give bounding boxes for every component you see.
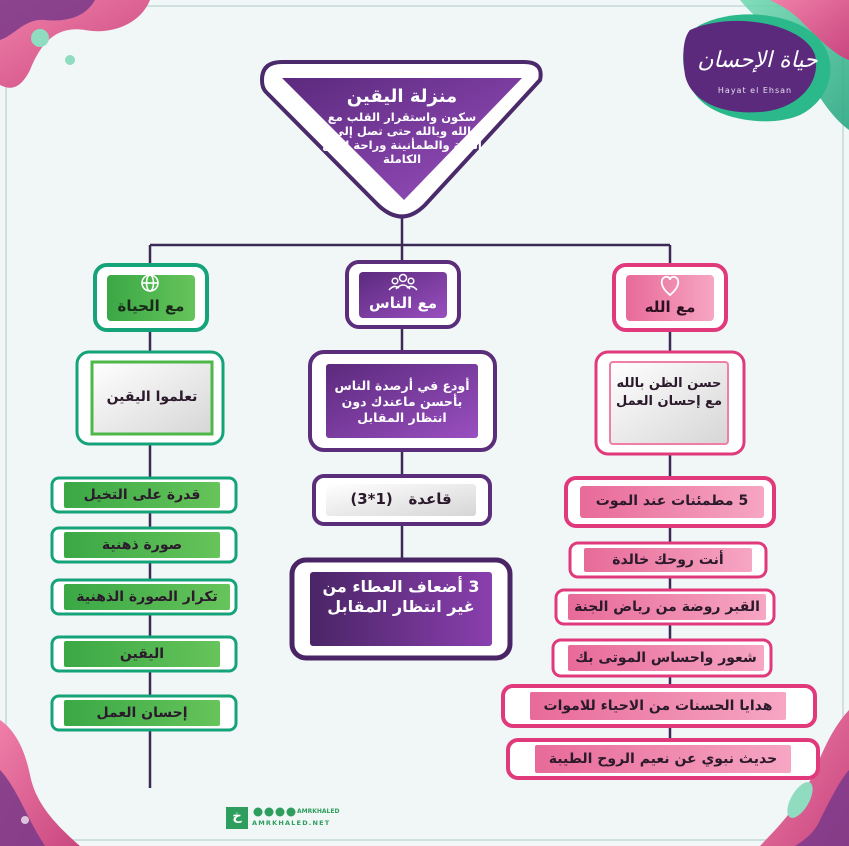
life-item: اليقين <box>119 646 165 662</box>
footer-logo-glyph: خ <box>232 809 242 824</box>
god-header-text: حسن الظن بالله مع إحسان العمل <box>615 376 722 409</box>
heart-icon <box>660 275 680 297</box>
branch-life-label: مع الحياة <box>117 297 185 315</box>
life-item: تكرار الصورة الذهنية <box>76 589 218 605</box>
life-item: قدرة على التخيل <box>83 487 201 503</box>
root-node <box>259 60 543 219</box>
people-rule-node <box>312 474 492 526</box>
life-item: إحسان العمل <box>96 705 188 721</box>
corner-decoration-top-right <box>740 0 849 130</box>
branch-people-label: مع الناس <box>369 294 437 312</box>
god-item: القبر روضة من رياض الجنة <box>574 599 760 615</box>
people-header-text: أودع في أرصدة الناس بأحسن ماعندك دون انت… <box>334 378 470 425</box>
god-items <box>501 476 820 780</box>
people-result-node <box>289 557 513 661</box>
people-result-text: 3 أضعاف العطاء من غير انتظار المقابل <box>322 577 480 616</box>
life-header-node <box>75 350 225 446</box>
logo-latin-text: Hayat el Ehsan <box>717 86 793 95</box>
footer-graphics <box>226 807 296 829</box>
instagram-icon <box>264 807 274 817</box>
corner-decoration-bottom-right <box>760 710 849 846</box>
god-item: أنت روحك خالدة <box>612 552 724 568</box>
branch-life-node <box>93 263 209 332</box>
branch-god-label: مع الله <box>644 298 696 316</box>
footer-site: AMRKHALED.NET <box>252 819 331 827</box>
root-description: سكون واستقرار القلب مع الله وبالله حتى ت… <box>322 110 482 166</box>
branch-god-node <box>612 263 728 332</box>
people-icon <box>388 273 418 291</box>
god-header-node <box>594 350 746 456</box>
god-item: حديث نبوي عن نعيم الروح الطيبة <box>548 751 778 767</box>
god-item: هدايا الحسنات من الاحياء للاموات <box>543 698 773 714</box>
twitter-icon <box>275 807 285 817</box>
people-header-node <box>308 350 497 452</box>
footer-handle: AMRKHALED <box>297 808 340 815</box>
people-rule-text: قاعدة (1*3) <box>350 490 452 508</box>
root-title: منزلة اليقين <box>346 86 458 107</box>
branch-people-node <box>345 260 461 329</box>
life-items <box>50 476 238 732</box>
life-header-text: تعلموا اليقين <box>106 389 198 405</box>
god-item: شعور واحساس الموتى بك <box>575 650 757 666</box>
god-item: 5 مطمئنات عند الموت <box>595 493 749 509</box>
life-item: صورة ذهنية <box>101 537 183 553</box>
youtube-icon <box>286 807 296 817</box>
facebook-icon <box>253 807 263 817</box>
frame-border <box>5 5 844 841</box>
brand-logo <box>683 14 831 122</box>
corner-decoration-top-left <box>0 0 150 88</box>
logo-script-text: حياة الإحسان <box>697 48 818 73</box>
globe-icon <box>141 274 159 292</box>
corner-decoration-bottom-left <box>0 720 80 846</box>
